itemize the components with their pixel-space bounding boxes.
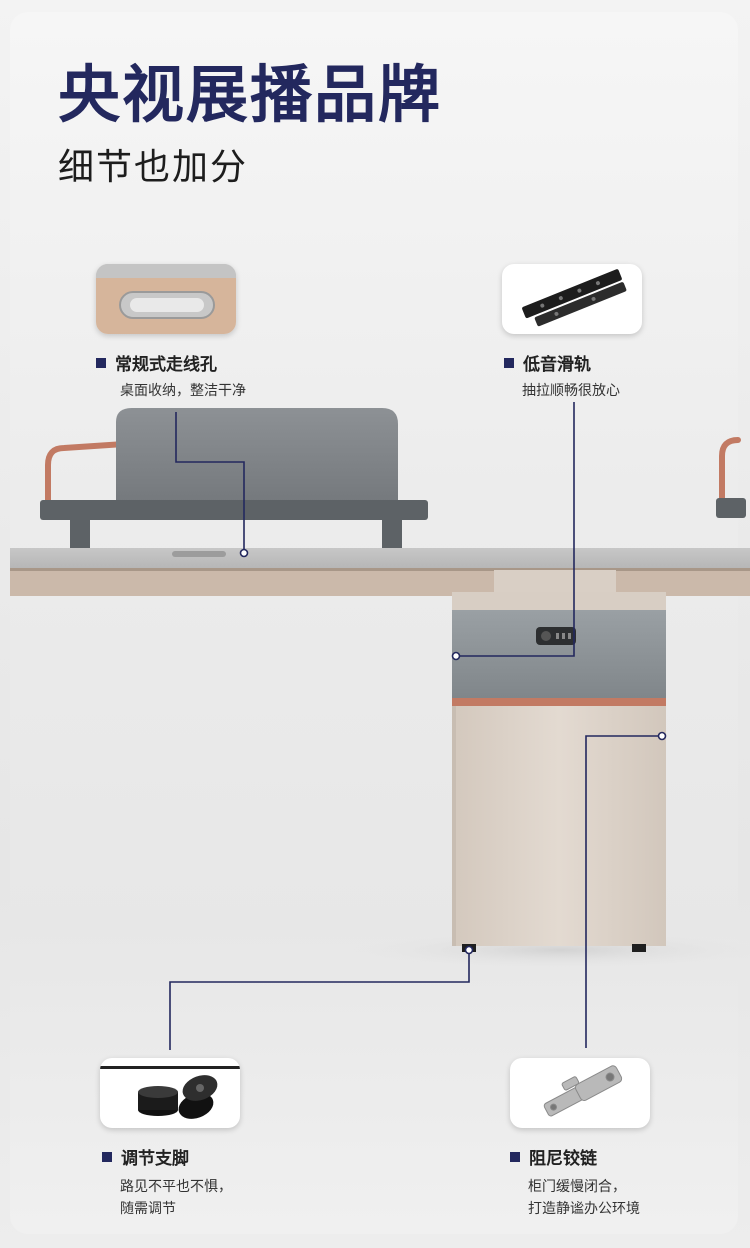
right-shelf-partial [716,498,746,518]
hinge-icon [543,1065,623,1117]
bullet-square-icon [504,357,514,368]
cabinet-door-edge [452,706,456,946]
hinge-thumbnail [510,1058,650,1128]
cabinet-door [452,706,666,946]
copper-handle-left [45,440,143,511]
shelf-post-right [382,518,402,550]
callout-line-foot [169,950,470,1050]
adjust-foot-desc: 路见不平也不惧， 随需调节 [120,1179,232,1217]
bullet-square-icon [96,357,106,368]
copper-handle-right [719,437,741,509]
screen-panel [116,408,398,505]
callout-dot-slide [451,651,461,661]
page-subtitle: 细节也加分 [58,147,249,188]
callout-line-cable-hole [175,412,245,552]
page-title: 央视展播品牌 [58,58,443,131]
cabinet-top [452,592,666,610]
bullet-square-icon [102,1151,112,1162]
slide-rail-icon [522,269,627,327]
callout-dot-foot [464,945,474,955]
cabinet-drawer [452,610,666,698]
callout-dot-cable-hole [239,548,249,558]
hinge-title: 阻尼铰链 [510,1144,597,1169]
bullet-square-icon [510,1151,520,1162]
cable-hole-icon [96,264,236,319]
callout-dot-hinge [657,731,667,741]
callout-line-hinge [585,735,662,1048]
slide-rail-desc: 抽拉顺畅很放心 [522,383,620,399]
cable-hole-thumbnail [96,264,236,334]
desk-edge-dark [10,568,750,571]
desk-top [10,548,750,570]
desk-edge [10,568,750,596]
copper-strip [452,698,666,706]
shelf-post-left [70,518,90,554]
adjust-foot-thumbnail [100,1058,240,1128]
hinge-desc: 柜门缓慢闭合， 打造静谧办公环境 [528,1179,640,1217]
callout-line-slide [456,402,575,657]
adjust-foot-icon [100,1066,240,1119]
adjust-foot-title: 调节支脚 [102,1144,189,1169]
cable-hole-title: 常规式走线孔 [96,350,217,375]
grommet-slot [172,551,226,557]
screen-shelf [40,500,428,520]
slide-rail-title: 低音滑轨 [504,350,591,375]
cabinet-foot-right [632,944,646,952]
cable-hole-desc: 桌面收纳，整洁干净 [120,383,246,399]
slide-rail-thumbnail [502,264,642,334]
